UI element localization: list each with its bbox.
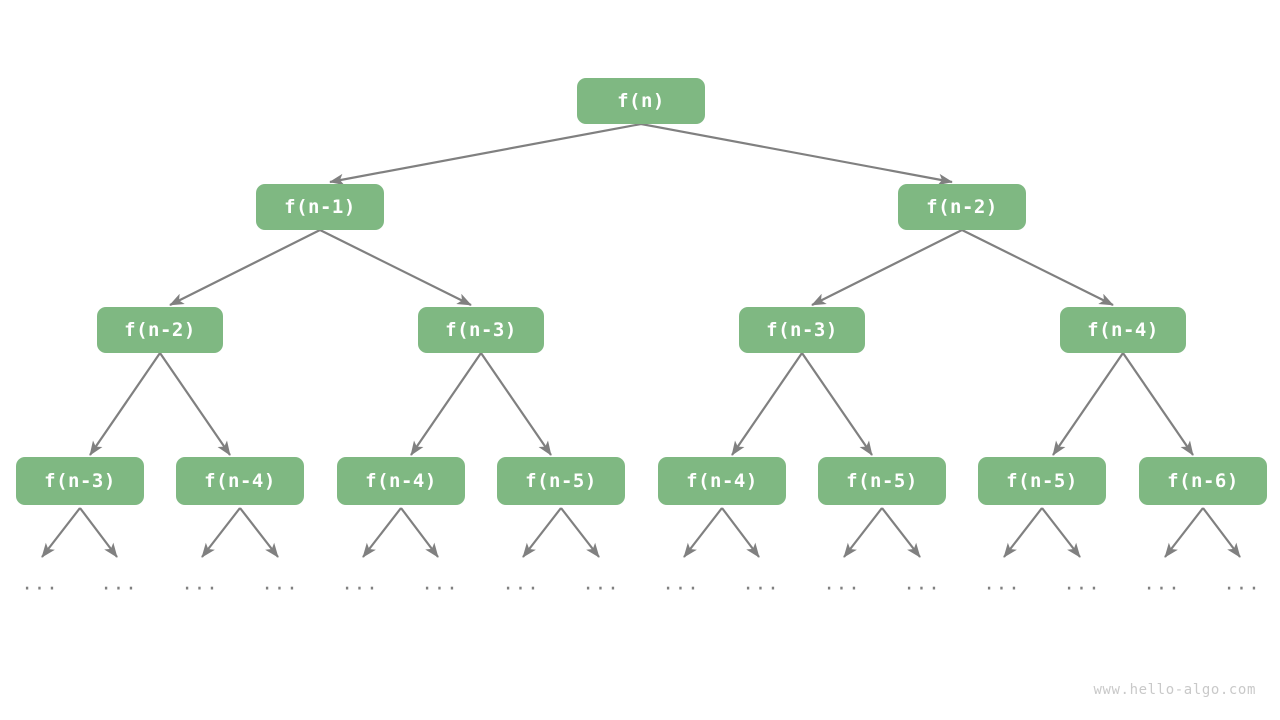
tree-edge [1164,507,1204,558]
tree-node-fn-2[interactable]: f(n-2) [898,184,1026,230]
tree-node-fn-3[interactable]: f(n-3) [739,307,865,353]
tree-edge [1003,507,1043,558]
tree-edge [961,229,1114,306]
tree-edge [410,352,482,456]
ellipsis-marker: ... [261,572,299,595]
tree-edge [1052,352,1124,456]
ellipsis-marker: ... [1143,572,1181,595]
tree-edge [480,352,552,456]
tree-edge [881,507,921,558]
ellipsis-marker: ... [100,572,138,595]
tree-edge [400,507,439,558]
tree-edge [843,507,883,558]
tree-node-fn-1[interactable]: f(n-1) [256,184,384,230]
tree-edge [801,352,873,456]
tree-edge [41,507,81,558]
tree-node-fn-2[interactable]: f(n-2) [97,307,223,353]
ellipsis-marker: ... [1223,572,1261,595]
tree-node-fn[interactable]: f(n) [577,78,705,124]
ellipsis-marker: ... [742,572,780,595]
tree-node-fn-4[interactable]: f(n-4) [337,457,465,505]
tree-edge [683,507,723,558]
tree-edge [201,507,241,558]
ellipsis-marker: ... [181,572,219,595]
ellipsis-marker: ... [823,572,861,595]
tree-edge [239,507,279,558]
ellipsis-marker: ... [421,572,459,595]
tree-node-fn-5[interactable]: f(n-5) [978,457,1106,505]
tree-edge [362,507,402,558]
ellipsis-marker: ... [502,572,540,595]
tree-edge [1122,352,1194,456]
ellipsis-marker: ... [903,572,941,595]
tree-edge [1041,507,1081,558]
tree-node-fn-4[interactable]: f(n-4) [1060,307,1186,353]
watermark: www.hello-algo.com [1093,682,1256,698]
tree-edge [811,229,963,306]
tree-edge [522,507,562,558]
tree-node-fn-4[interactable]: f(n-4) [176,457,304,505]
ellipsis-marker: ... [1063,572,1101,595]
ellipsis-marker: ... [983,572,1021,595]
tree-edge [721,507,760,558]
tree-edge [159,352,231,456]
tree-node-fn-3[interactable]: f(n-3) [16,457,144,505]
ellipsis-marker: ... [582,572,620,595]
tree-node-fn-5[interactable]: f(n-5) [818,457,946,505]
tree-edge [89,352,161,456]
ellipsis-marker: ... [341,572,379,595]
ellipsis-marker: ... [662,572,700,595]
tree-edge [560,507,600,558]
tree-node-fn-6[interactable]: f(n-6) [1139,457,1267,505]
tree-edge [731,352,803,456]
tree-edge [1202,507,1241,558]
tree-edge [640,122,953,186]
tree-node-fn-3[interactable]: f(n-3) [418,307,544,353]
tree-edge [79,507,118,558]
tree-node-fn-4[interactable]: f(n-4) [658,457,786,505]
tree-edge [319,229,472,306]
tree-edge [169,229,321,306]
ellipsis-marker: ... [21,572,59,595]
tree-node-fn-5[interactable]: f(n-5) [497,457,625,505]
tree-edge [329,122,642,186]
